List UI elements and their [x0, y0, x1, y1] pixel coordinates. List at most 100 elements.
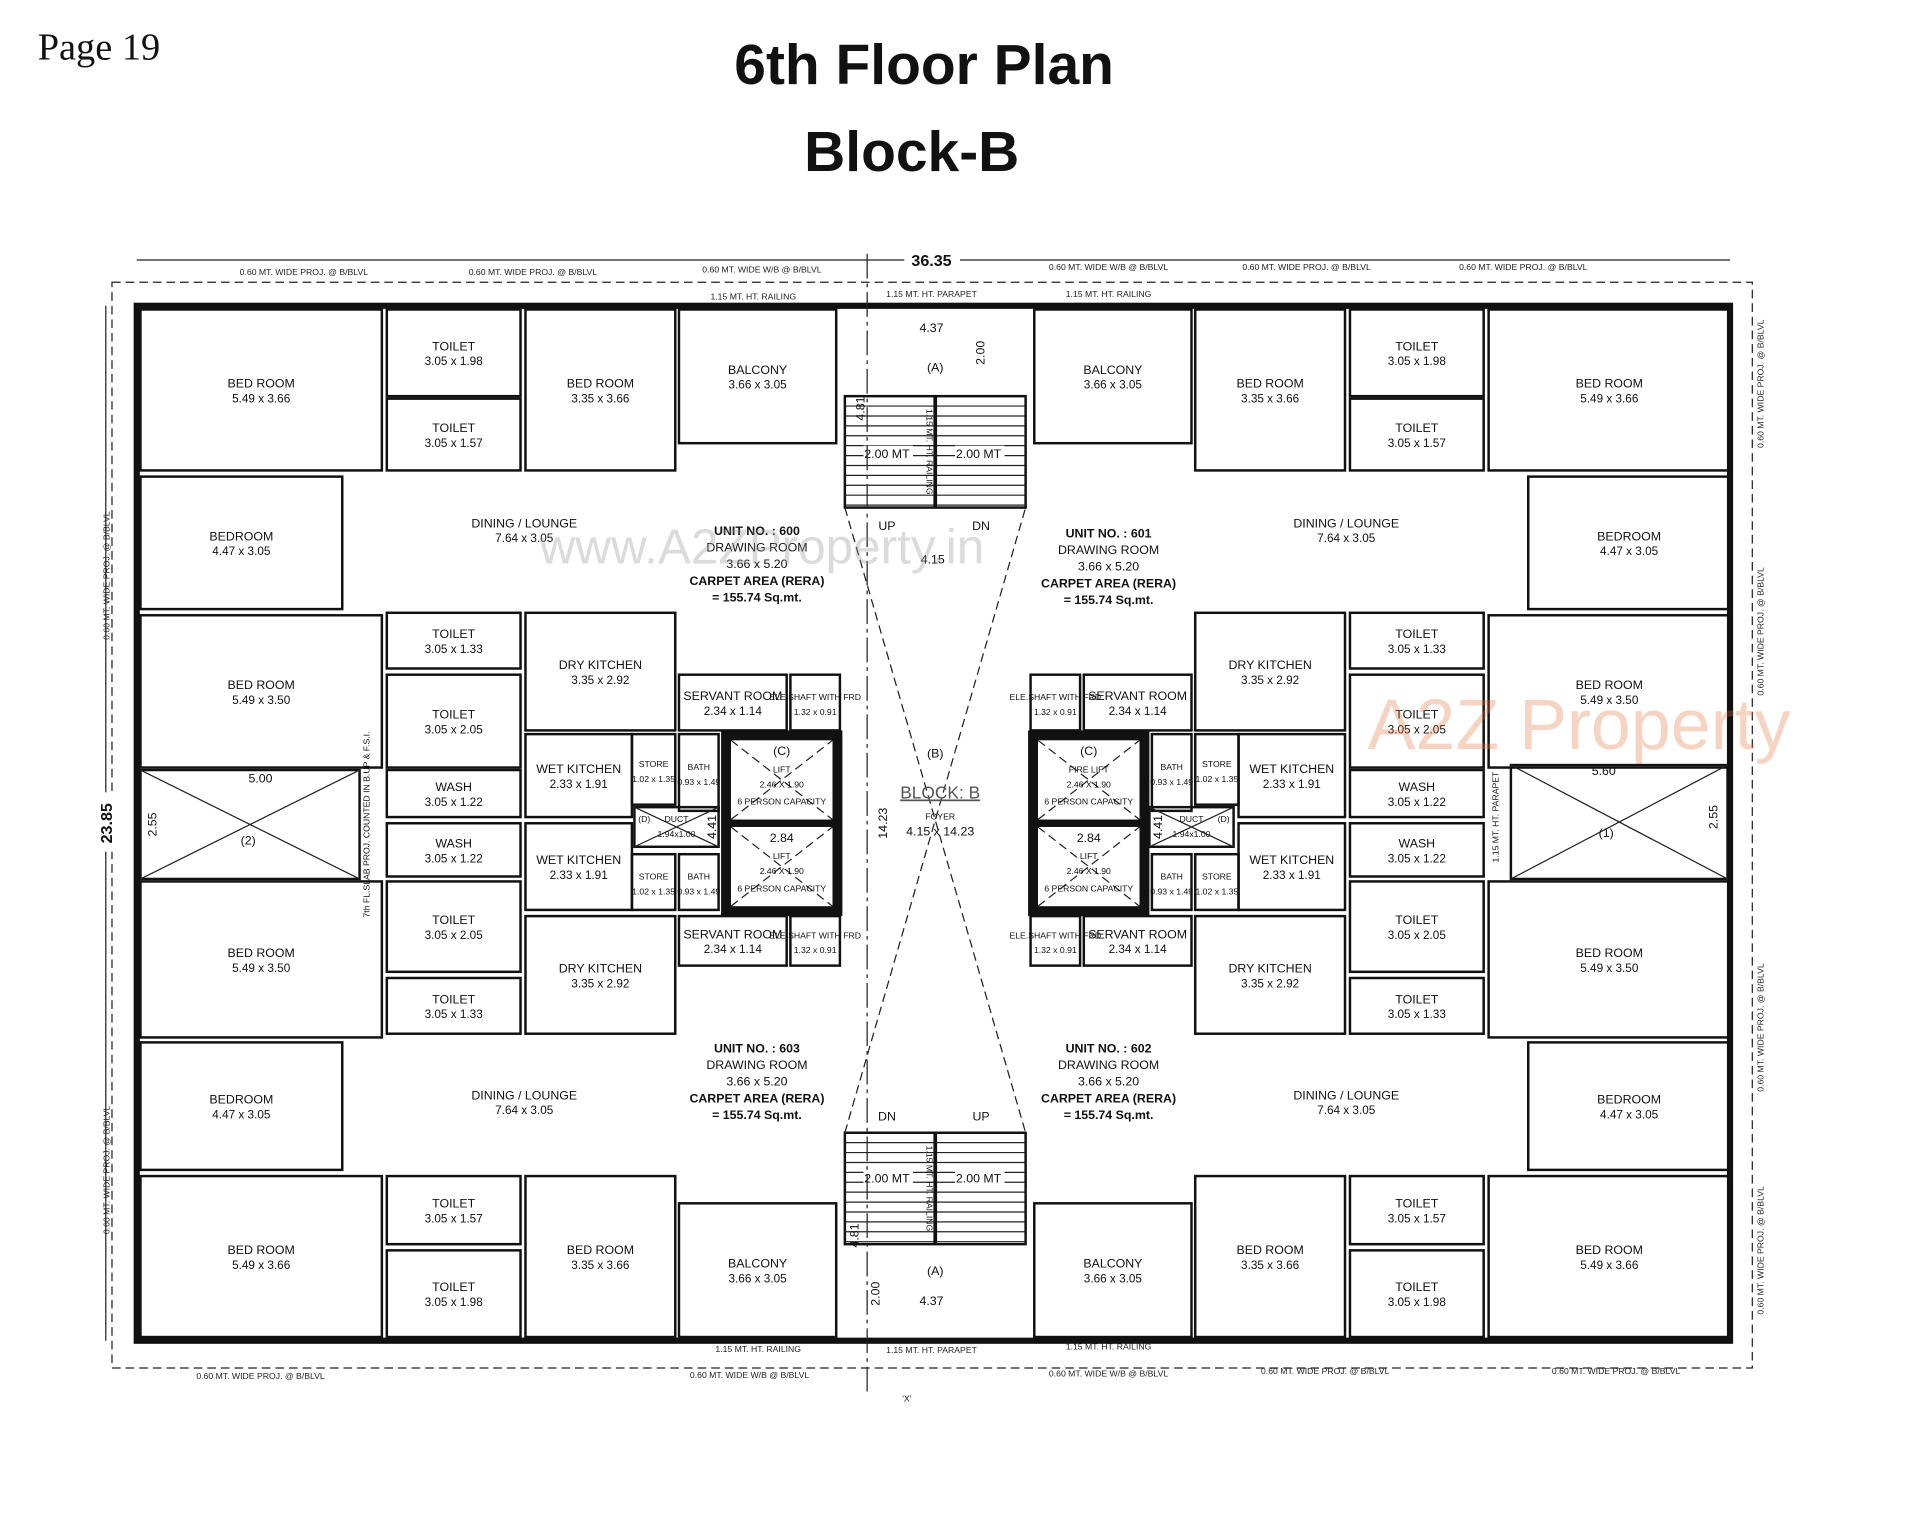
unit-carpet-label: CARPET AREA (RERA) — [689, 574, 824, 588]
room-size: 3.05 x 1.57 — [425, 1213, 483, 1226]
room-outline — [1348, 768, 1485, 819]
cross-line — [1510, 764, 1728, 880]
room-name: TOILET — [1395, 421, 1438, 435]
cross-line — [140, 769, 360, 880]
room-size: 0.93 x 1.49 — [1150, 886, 1193, 896]
room-name: BATH — [688, 762, 710, 772]
room-outline — [1526, 1041, 1732, 1172]
room-outline — [385, 1249, 522, 1339]
bottom-annotation: 0.60 MT. WIDE PROJ. @ B/BLVL — [1261, 1366, 1390, 1376]
room-outline — [630, 852, 677, 912]
room-name: TOILET — [1395, 708, 1438, 722]
room-size: 3.35 x 2.92 — [571, 674, 629, 687]
room-size: 4.47 x 3.05 — [212, 545, 271, 558]
room-name: DRY KITCHEN — [1228, 961, 1311, 975]
room-name: STORE — [639, 872, 669, 882]
room-name: WET KITCHEN — [1249, 762, 1334, 776]
room-size: 1.02 x 1.35 — [1195, 886, 1238, 896]
room-size: 3.66 x 3.05 — [1084, 1273, 1143, 1286]
stair-railing-label: 1.15 MT. HT. RAILING — [925, 409, 935, 495]
lift-size: 2.46 X 1.90 — [1067, 866, 1111, 876]
room-name: TOILET — [1395, 339, 1438, 353]
room-size: 3.66 x 3.05 — [729, 379, 788, 392]
bottom-annotation: 0.60 MT. WIDE PROJ. @ B/BLVL — [1552, 1366, 1681, 1376]
room-size: 1.02 x 1.35 — [632, 886, 675, 896]
room-outline — [789, 914, 842, 967]
room-outline — [789, 673, 842, 732]
room-name: WASH — [435, 836, 472, 850]
stair-width: 4.37 — [919, 321, 943, 335]
room-outline — [1348, 673, 1485, 769]
lift-name: FIRE LIFT — [1069, 764, 1110, 774]
side-annotation: 0.60 MT. WIDE PROJ. @ B/BLVL — [102, 1106, 112, 1235]
top-annotation: 0.60 MT. WIDE W/B @ B/BLVL — [1049, 262, 1168, 272]
top-annotation: 1.15 MT. HT. RAILING — [1066, 289, 1152, 299]
room-size: 1.32 x 0.91 — [1034, 707, 1077, 717]
room-size: 3.05 x 1.33 — [1388, 643, 1447, 656]
unit-drawing-room: DRAWING ROOM — [706, 541, 807, 555]
duct-size: 1.94x1.00 — [657, 829, 695, 839]
room-name: TOILET — [432, 992, 475, 1006]
unit-unit-no: UNIT NO. : 602 — [1066, 1041, 1152, 1055]
stair-flight: 4.81 — [854, 396, 868, 420]
room-outline — [677, 1202, 838, 1339]
room-size: 3.05 x 2.05 — [1388, 929, 1447, 942]
room-size: 4.47 x 3.05 — [1600, 1109, 1659, 1122]
side-annotation: 0.60 MT. WIDE PROJ. @ B/BLVL — [102, 511, 112, 640]
unit-drawing-room: DRAWING ROOM — [1058, 543, 1159, 557]
room-name: STORE — [1202, 759, 1232, 769]
room-outline — [1348, 880, 1485, 974]
room-size: 2.33 x 1.91 — [1263, 869, 1321, 882]
cross-line — [730, 739, 833, 821]
room-outline — [385, 611, 522, 670]
cross-line — [1037, 826, 1140, 907]
room-name: BED ROOM — [228, 1243, 295, 1257]
room-size: 0.93 x 1.49 — [1150, 777, 1193, 787]
dim-bg — [95, 792, 116, 852]
watermark-url: www.A2ZProperty.in — [539, 519, 985, 574]
room-name: WASH — [435, 780, 472, 794]
room-name: STORE — [639, 759, 669, 769]
room-size: 5.49 x 3.50 — [1580, 694, 1639, 707]
room-outline — [385, 768, 522, 819]
unit-drawing-size: 3.66 x 5.20 — [1078, 1075, 1139, 1089]
room-name: TOILET — [432, 913, 475, 927]
bottom-annotation: 0.60 MT. WIDE W/B @ B/BLVL — [690, 1370, 809, 1380]
room-outline — [1487, 308, 1732, 472]
room-outline — [1348, 1249, 1485, 1339]
lift-depth: 4.41 — [1151, 815, 1165, 839]
page-title: 6th Floor Plan — [734, 33, 1114, 97]
room-outline — [1193, 732, 1240, 806]
room-size: 3.05 x 1.98 — [1388, 355, 1447, 368]
cutout-right — [1509, 763, 1729, 881]
room-outline — [385, 673, 522, 769]
room-outline — [139, 1041, 344, 1172]
page-number: Page 19 — [38, 26, 161, 68]
room-outline — [1193, 611, 1347, 732]
side-annotation: 0.60 MT. WIDE PROJ. @ B/BLVL — [1755, 567, 1765, 696]
stair-direction: UP — [878, 519, 895, 533]
room-size: 5.49 x 3.66 — [232, 392, 291, 405]
stair-direction: DN — [972, 519, 990, 533]
lift-size: 2.46 X 1.90 — [760, 866, 804, 876]
bottom-annotation: 0.60 MT. WIDE PROJ. @ B/BLVL — [196, 1371, 325, 1381]
room-size: 4.47 x 3.05 — [1600, 545, 1659, 558]
room-size: 5.49 x 3.50 — [1580, 962, 1639, 975]
cross-line — [730, 826, 833, 907]
room-size: 3.66 x 3.05 — [729, 1273, 788, 1286]
room-outline — [139, 475, 344, 611]
lift-tag: (C) — [773, 744, 790, 758]
room-name: BALCONY — [1083, 363, 1142, 377]
room-name: BATH — [1160, 762, 1182, 772]
cutout-right-width: 5.60 — [1592, 764, 1616, 778]
room-outline — [385, 822, 522, 878]
cross-line — [730, 739, 833, 821]
duct-tag: (D) — [1218, 814, 1230, 824]
room-name: ELE.SHAFT WITH FRD — [769, 692, 861, 702]
overall-width-label: 36.35 — [911, 252, 951, 270]
unit-drawing-room: DRAWING ROOM — [706, 1058, 807, 1072]
room-name: BEDROOM — [1597, 529, 1661, 543]
room-name: BALCONY — [728, 363, 787, 377]
lift-size: 2.46 X 1.90 — [1067, 779, 1111, 789]
top-annotation: 1.15 MT. HT. PARAPET — [886, 289, 977, 299]
